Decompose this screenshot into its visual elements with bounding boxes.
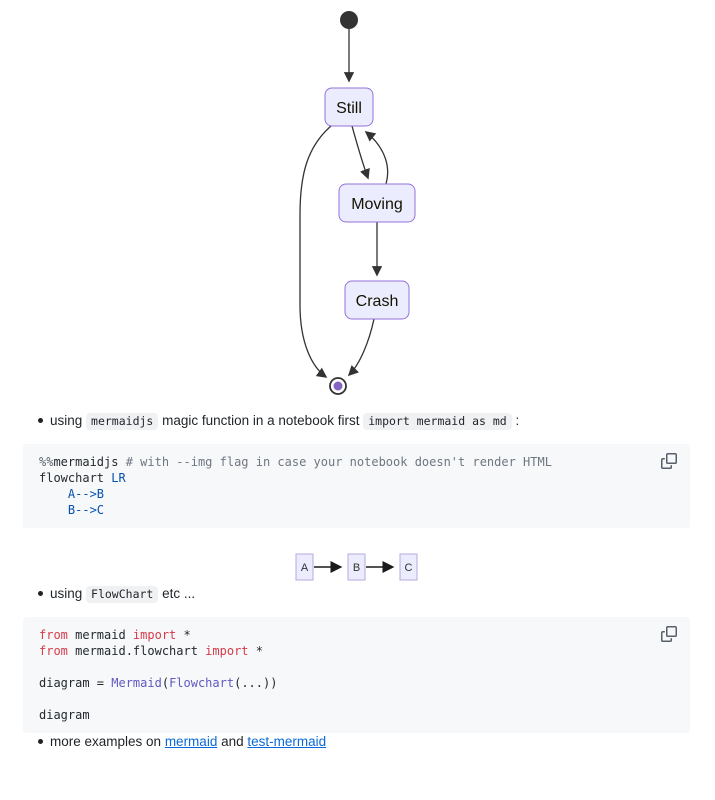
edge-moving-to-still bbox=[364, 131, 389, 185]
state-node-still bbox=[324, 87, 374, 127]
flow-label-c: C bbox=[404, 562, 412, 574]
state-diagram: Still Moving Crash bbox=[299, 11, 416, 395]
code-line: diagram bbox=[39, 708, 90, 722]
bullet2-text-post: etc ... bbox=[158, 586, 196, 601]
edge-crash-to-end bbox=[347, 318, 375, 377]
state-node-moving bbox=[338, 183, 416, 223]
bullet1-text-post: : bbox=[511, 413, 520, 428]
code-line: A-->B bbox=[67, 487, 105, 501]
bullet3-text-mid: and bbox=[217, 734, 248, 749]
inline-code-flowchart: FlowChart bbox=[86, 586, 159, 603]
edge-still-to-end bbox=[299, 125, 332, 378]
edge-still-to-moving bbox=[351, 125, 370, 180]
state-node-crash bbox=[344, 280, 410, 320]
state-label-crash: Crash bbox=[356, 293, 399, 310]
bullet-list-1: using mermaidjs magic function in a note… bbox=[0, 412, 715, 430]
link-test-mermaid[interactable]: test-mermaid bbox=[247, 734, 327, 749]
inline-code-mermaidjs: mermaidjs bbox=[86, 413, 159, 430]
bullet1-text-pre: using bbox=[50, 413, 87, 428]
copy-code-button[interactable] bbox=[661, 625, 679, 643]
rendered-flowchart: A B C bbox=[0, 549, 715, 585]
bullet-using-flowchart: using FlowChart etc ... bbox=[0, 585, 715, 603]
bullet-list-2: using FlowChart etc ... bbox=[0, 585, 715, 603]
code-line: %%mermaidjs # with --img flag in case yo… bbox=[39, 455, 552, 469]
inline-code-import-mermaid: import mermaid as md bbox=[363, 413, 512, 430]
code-line bbox=[39, 659, 674, 675]
copy-icon bbox=[661, 626, 679, 642]
code-line: from mermaid.flowchart import * bbox=[39, 644, 263, 658]
code-line bbox=[39, 691, 674, 707]
state-label-moving: Moving bbox=[351, 196, 403, 213]
copy-icon bbox=[661, 453, 679, 469]
code-block-mermaidjs-magic: %%mermaidjs # with --img flag in case yo… bbox=[23, 444, 690, 528]
bullet2-text-pre: using bbox=[50, 586, 87, 601]
readme-page: Still Moving Crash using mermaidjs magic… bbox=[0, 11, 715, 750]
code-block-python-api: from mermaid import * from mermaid.flowch… bbox=[23, 617, 690, 733]
flow-label-a: A bbox=[300, 562, 308, 574]
flow-label-b: B bbox=[352, 562, 359, 574]
bullet-list-3: more examples on mermaid and test-mermai… bbox=[0, 733, 715, 750]
bullet1-text-mid: magic function in a notebook first bbox=[158, 413, 364, 428]
flow-node-a bbox=[295, 553, 313, 581]
copy-code-button[interactable] bbox=[661, 452, 679, 470]
bullet-more-examples: more examples on mermaid and test-mermai… bbox=[0, 733, 715, 750]
bullet-using-mermaidjs: using mermaidjs magic function in a note… bbox=[0, 412, 715, 430]
start-state-node bbox=[340, 11, 358, 29]
state-label-still: Still bbox=[336, 100, 362, 117]
flow-node-b bbox=[347, 553, 365, 581]
bullet3-text-pre: more examples on bbox=[50, 734, 165, 749]
code-line: diagram = Mermaid(Flowchart(...)) bbox=[39, 676, 278, 690]
end-state-inner bbox=[333, 381, 343, 391]
flow-node-c bbox=[399, 553, 417, 581]
code-line: from mermaid import * bbox=[39, 628, 191, 642]
code-line: B-->C bbox=[67, 503, 105, 517]
code-line: flowchart LR bbox=[39, 471, 126, 485]
link-mermaid[interactable]: mermaid bbox=[164, 734, 218, 749]
